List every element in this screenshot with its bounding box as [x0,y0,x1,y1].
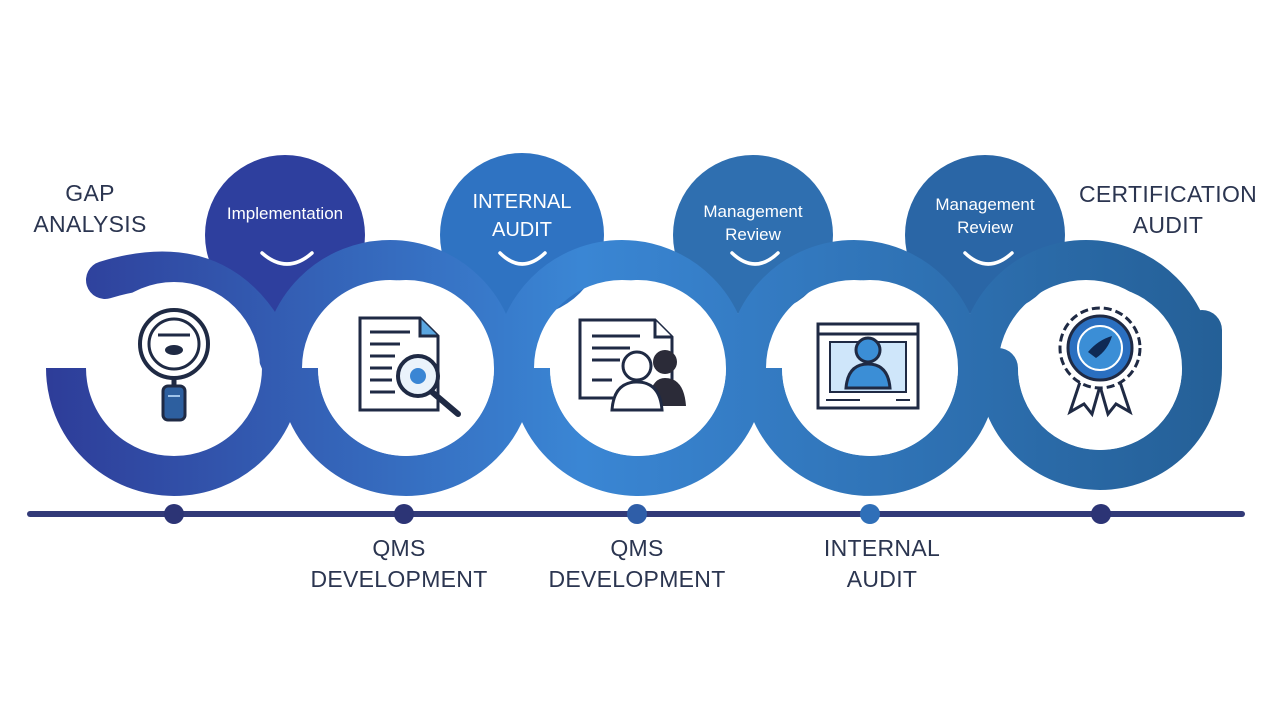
timeline-dot [394,504,414,524]
wave-band [742,367,998,496]
wave-band [262,240,518,369]
tab-caption-2: INTERNAL AUDIT [472,191,572,241]
wave-band [978,310,1222,490]
tab-caption-4: Management Review [935,195,1035,237]
timeline-dot [164,504,184,524]
tab-caption-1: Implementation [226,204,344,223]
smile-arc [963,251,1014,266]
label-bottom-2: QMS DEVELOPMENT [548,535,726,592]
wave-band [278,367,534,496]
document-search-icon [358,316,461,417]
smile-arc [260,251,314,266]
wave-band [494,240,750,369]
smile-arc [730,251,780,266]
tab-smiles [260,251,1014,266]
timeline-dot [860,504,880,524]
label-gap-analysis: GAP ANALYSIS [33,180,147,237]
presentation-user-icon [816,322,920,410]
wave-band [958,240,1214,369]
timeline [27,504,1245,524]
wave-band [726,240,982,369]
label-certification-audit: CERTIFICATION AUDIT [1078,181,1258,238]
document-people-icon [578,318,686,412]
timeline-dot [627,504,647,524]
certificate-badge-icon [1058,306,1142,418]
wave-band [510,367,766,496]
smile-arc [498,251,547,266]
label-bottom-1: QMS DEVELOPMENT [310,535,488,592]
magnifier-icon [138,308,210,422]
wave-flow [46,240,1222,496]
wave-band [46,367,302,496]
tab-caption-3: Management Review [703,202,803,244]
timeline-dot [1091,504,1111,524]
label-bottom-3: INTERNAL AUDIT [823,535,941,592]
